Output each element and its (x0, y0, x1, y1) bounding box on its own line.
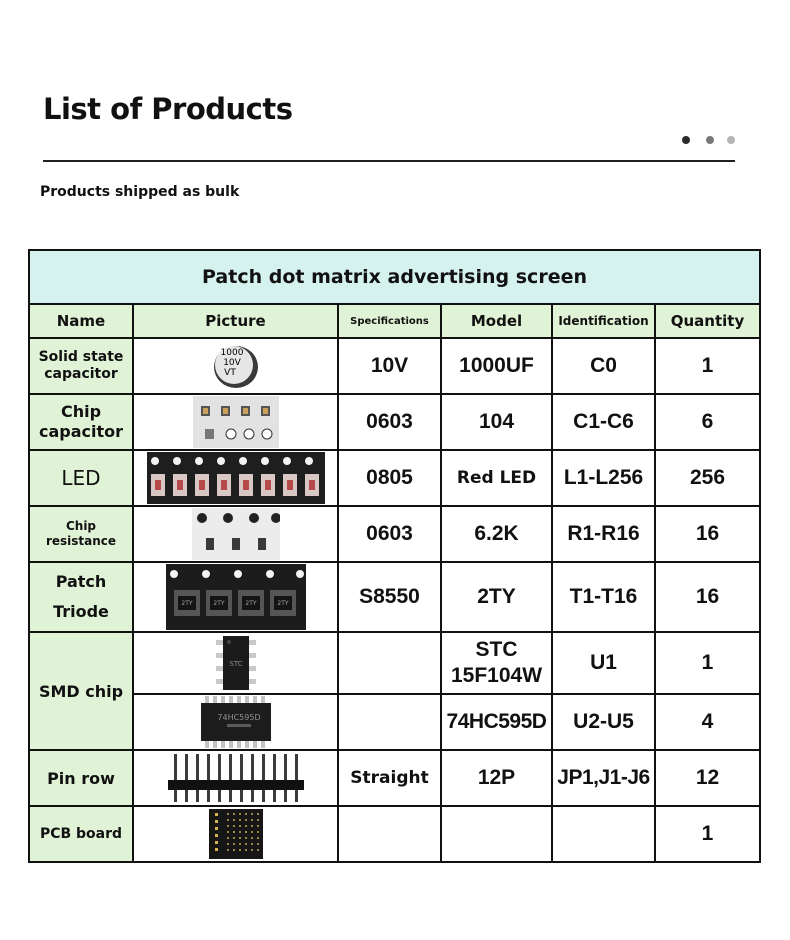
row-quantity: 12 (654, 749, 761, 807)
svg-text:1000: 1000 (220, 348, 243, 358)
row-model: 74HC595D (440, 693, 553, 751)
row-name: Chip resistance (28, 505, 134, 563)
header-identification: Identification (551, 303, 656, 339)
header-picture: Picture (132, 303, 339, 339)
row-name: Solid state capacitor (28, 337, 134, 395)
soic8-chip-icon: STC (132, 631, 339, 695)
table-row: PCB board (28, 805, 761, 863)
row-spec (337, 693, 442, 751)
row-identification: C0 (551, 337, 656, 395)
row-quantity: 6 (654, 393, 761, 451)
row-spec: S8550 (337, 561, 442, 633)
row-quantity: 256 (654, 449, 761, 507)
row-spec: 10V (337, 337, 442, 395)
row-model: 2TY (440, 561, 553, 633)
row-quantity: 1 (654, 805, 761, 863)
chip-capacitor-tape-icon (132, 393, 339, 451)
table-row: Solid state capacitor 1000 10V VT 10V 10… (28, 337, 761, 395)
row-model (440, 805, 553, 863)
row-name: Chip capacitor (28, 393, 134, 451)
row-identification: U2-U5 (551, 693, 656, 751)
row-identification: T1-T16 (551, 561, 656, 633)
carousel-dot[interactable] (727, 136, 735, 144)
svg-text:2TY: 2TY (245, 600, 256, 607)
row-model: 104 (440, 393, 553, 451)
header-model: Model (440, 303, 553, 339)
row-model: STC 15F104W (440, 631, 553, 695)
row-name: PCB board (28, 805, 134, 863)
row-spec: 0805 (337, 449, 442, 507)
row-identification: C1-C6 (551, 393, 656, 451)
svg-text:2TY: 2TY (277, 600, 288, 607)
row-spec (337, 631, 442, 695)
carousel-dot[interactable] (706, 136, 714, 144)
table-row: Pin row Straight 12P JP1,J1-J6 12 (28, 749, 761, 807)
svg-text:2TY: 2TY (181, 600, 192, 607)
page-title: List of Products (43, 92, 293, 126)
row-quantity: 1 (654, 631, 761, 695)
subtitle: Products shipped as bulk (40, 184, 240, 200)
row-quantity: 1 (654, 337, 761, 395)
products-table: Patch dot matrix advertising screen Name… (28, 249, 761, 863)
chip-resistor-tape-icon (132, 505, 339, 563)
row-model: 12P (440, 749, 553, 807)
electrolytic-capacitor-icon: 1000 10V VT (132, 337, 339, 395)
row-name: Pin row (28, 749, 134, 807)
sot23-transistor-tape-icon: 2TY 2TY 2TY 2TY (132, 561, 339, 633)
soic16-chip-icon: 74HC595D (132, 693, 339, 751)
row-model: Red LED (440, 449, 553, 507)
svg-text:10V: 10V (223, 358, 241, 368)
table-row: Chip capacitor 0603 104 C1-C6 6 (28, 393, 761, 451)
row-spec (337, 805, 442, 863)
pin-header-icon (132, 749, 339, 807)
row-identification: R1-R16 (551, 505, 656, 563)
header-quantity: Quantity (654, 303, 761, 339)
table-row: SMD chip STC STC 15F104W U1 1 (28, 631, 761, 751)
svg-text:2TY: 2TY (213, 600, 224, 607)
row-spec: Straight (337, 749, 442, 807)
row-spec: 0603 (337, 393, 442, 451)
row-model: 6.2K (440, 505, 553, 563)
row-quantity: 16 (654, 505, 761, 563)
row-name: Patch Triode (28, 561, 134, 633)
pcb-board-icon (132, 805, 339, 863)
header-specifications: Specifications (337, 303, 442, 339)
row-name: SMD chip (28, 631, 134, 751)
table-row: Patch Triode 2TY 2TY 2TY 2TY (28, 561, 761, 633)
table-caption: Patch dot matrix advertising screen (28, 249, 761, 305)
row-identification (551, 805, 656, 863)
row-identification: L1-L256 (551, 449, 656, 507)
table-row: LED 0805 Red (28, 449, 761, 507)
svg-text:STC: STC (229, 660, 242, 668)
row-spec: 0603 (337, 505, 442, 563)
table-row: 74HC595D 74HC595D U2-U5 4 (29, 693, 761, 751)
svg-text:74HC595D: 74HC595D (217, 713, 260, 722)
header-name: Name (28, 303, 134, 339)
row-identification: JP1,J1-J6 (551, 749, 656, 807)
carousel-dot[interactable] (682, 136, 690, 144)
row-model: 1000UF (440, 337, 553, 395)
row-quantity: 4 (654, 693, 761, 751)
title-divider (43, 160, 735, 162)
row-name: LED (28, 449, 134, 507)
row-quantity: 16 (654, 561, 761, 633)
svg-text:VT: VT (224, 368, 236, 378)
row-identification: U1 (551, 631, 656, 695)
led-tape-icon (132, 449, 339, 507)
table-row: Chip resistance 0603 6.2K R1-R16 16 (28, 505, 761, 563)
